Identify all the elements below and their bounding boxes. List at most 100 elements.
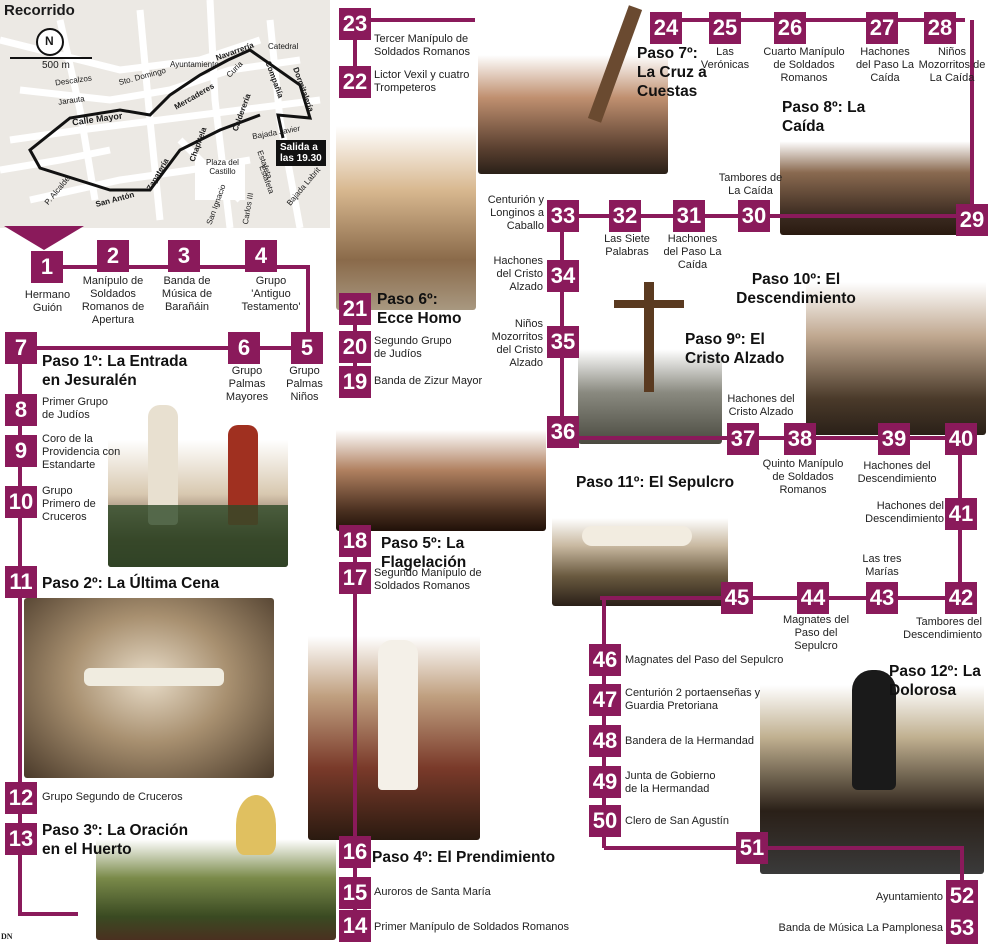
stop-31-label: Hachones del Paso La Caída	[663, 233, 722, 271]
stop-42-label: Tambores del Descendimiento	[903, 616, 982, 641]
stop-33: 33	[547, 200, 579, 232]
compass-icon	[36, 28, 64, 56]
stop-26: 26	[774, 12, 806, 44]
paso-7-title: Paso 7º: La Cruz a Cuestas	[637, 45, 707, 100]
paso-12-title: Paso 12º: La Dolorosa	[889, 663, 981, 699]
stop-50: 50	[589, 805, 621, 837]
stop-49-label: Junta de Gobierno de la Hermandad	[625, 770, 716, 795]
stop-51: 51	[736, 832, 768, 864]
stop-8: 8	[5, 394, 37, 426]
stop-46-label: Magnates del Paso del Sepulcro	[625, 654, 784, 666]
stop-19-label: Banda de Zizur Mayor	[374, 375, 483, 387]
stop-33-label: Centurión y Longinos a Caballo	[487, 194, 544, 232]
paso-1-title: Paso 1º: La Entrada en Jesuralén	[42, 353, 188, 389]
stop-17: 17	[339, 562, 371, 594]
stop-7: 7	[5, 332, 37, 364]
start-arrow-icon	[4, 226, 84, 250]
street-label: Plaza del Castillo	[206, 158, 239, 176]
route-line	[602, 598, 606, 848]
stop-11: 11	[5, 566, 37, 598]
route-line	[355, 18, 475, 22]
stop-22: 22	[339, 66, 371, 98]
stop-31: 31	[673, 200, 705, 232]
stop-5: 5	[291, 332, 323, 364]
stop-12-label: Grupo Segundo de Cruceros	[42, 791, 183, 803]
exit-line-1: Salida a	[280, 142, 318, 153]
stop-16: 16	[339, 836, 371, 868]
route-line	[560, 436, 960, 440]
stop-35-label: Niños Mozorritos del Cristo Alzado	[491, 318, 543, 369]
stop-47: 47	[589, 684, 621, 716]
stop-6: 6	[228, 332, 260, 364]
stop-48: 48	[589, 725, 621, 757]
stop-2: 2	[97, 240, 129, 272]
paso-7-image	[478, 4, 668, 174]
stop-25: 25	[709, 12, 741, 44]
stop-38-label: Quinto Manípulo de Soldados Romanos	[762, 458, 844, 496]
stop-35: 35	[547, 326, 579, 358]
stop-23-label: Tercer Manípulo de Soldados Romanos	[374, 33, 471, 58]
stop-1: 1	[31, 251, 63, 283]
stop-34-label: Hachones del Cristo Alzado	[493, 255, 543, 293]
stop-19: 19	[339, 366, 371, 398]
stop-14: 14	[339, 910, 371, 942]
stop-37: 37	[727, 423, 759, 455]
stop-20: 20	[339, 331, 371, 363]
stop-50-label: Clero de San Agustín	[625, 815, 729, 827]
stop-20-label: Segundo Grupo de Judíos	[374, 335, 452, 360]
exit-box: Salida a las 19.30	[276, 140, 326, 166]
stop-43-label: Las tres Marías	[862, 553, 902, 578]
stop-23: 23	[339, 8, 371, 40]
stop-15-label: Auroros de Santa María	[374, 886, 491, 898]
route-line	[18, 912, 78, 916]
stop-45: 45	[721, 582, 753, 614]
stop-32-label: Las Siete Palabras	[604, 233, 650, 258]
paso-12-image	[760, 664, 984, 874]
stop-9: 9	[5, 435, 37, 467]
stop-40: 40	[945, 423, 977, 455]
route-line	[353, 20, 357, 90]
stop-25-label: Las Verónicas	[700, 46, 750, 71]
stop-29: 29	[956, 204, 988, 236]
stop-14-label: Primer Manípulo de Soldados Romanos	[374, 921, 570, 933]
stop-38: 38	[784, 423, 816, 455]
route-path	[28, 48, 313, 192]
paso-1-image	[108, 385, 288, 567]
stop-26-label: Cuarto Manípulo de Soldados Romanos	[763, 46, 845, 84]
stop-13: 13	[5, 823, 37, 855]
route-line	[600, 596, 960, 600]
stop-3: 3	[168, 240, 200, 272]
stop-34: 34	[547, 260, 579, 292]
paso-3-title: Paso 3º: La Oración en el Huerto	[42, 822, 189, 858]
paso-11-title: Paso 11º: El Sepulcro	[576, 474, 735, 491]
stop-10: 10	[5, 486, 37, 518]
paso-9-image	[578, 272, 722, 444]
stop-9-label: Coro de la Providencia con Estandarte	[42, 433, 121, 471]
stop-10-label: Grupo Primero de Cruceros	[42, 485, 96, 523]
stop-32: 32	[609, 200, 641, 232]
paso-5-image	[336, 396, 546, 531]
route-line	[604, 846, 764, 850]
paso-11-image	[552, 506, 728, 606]
route-line	[353, 530, 357, 930]
stop-22-label: Lictor Vexil y cuatro Trompeteros	[374, 69, 470, 94]
route-line	[970, 20, 974, 220]
stop-1-label: Hermano Guión	[24, 289, 71, 314]
stop-43: 43	[866, 582, 898, 614]
stop-53: 53	[946, 912, 978, 944]
stop-4: 4	[245, 240, 277, 272]
credit: DN	[1, 932, 13, 941]
stop-53-label: Banda de Música La Pamplonesa	[778, 922, 944, 934]
map-title: Recorrido	[4, 2, 75, 19]
stop-44-label: Magnates del Paso del Sepulcro	[782, 614, 850, 652]
exit-line-2: las 19.30	[280, 153, 322, 164]
stop-41-label: Hachones del Descendimiento	[865, 500, 944, 525]
stop-27: 27	[866, 12, 898, 44]
stop-41: 41	[945, 498, 977, 530]
paso-3-image	[96, 785, 336, 940]
paso-2-title: Paso 2º: La Última Cena	[42, 575, 220, 592]
paso-6-title: Paso 6º: Ecce Homo	[377, 291, 462, 327]
paso-10-image	[806, 255, 986, 435]
stop-3-label: Banda de Música de Barañáin	[161, 275, 213, 313]
compass-letter: N	[45, 34, 54, 48]
